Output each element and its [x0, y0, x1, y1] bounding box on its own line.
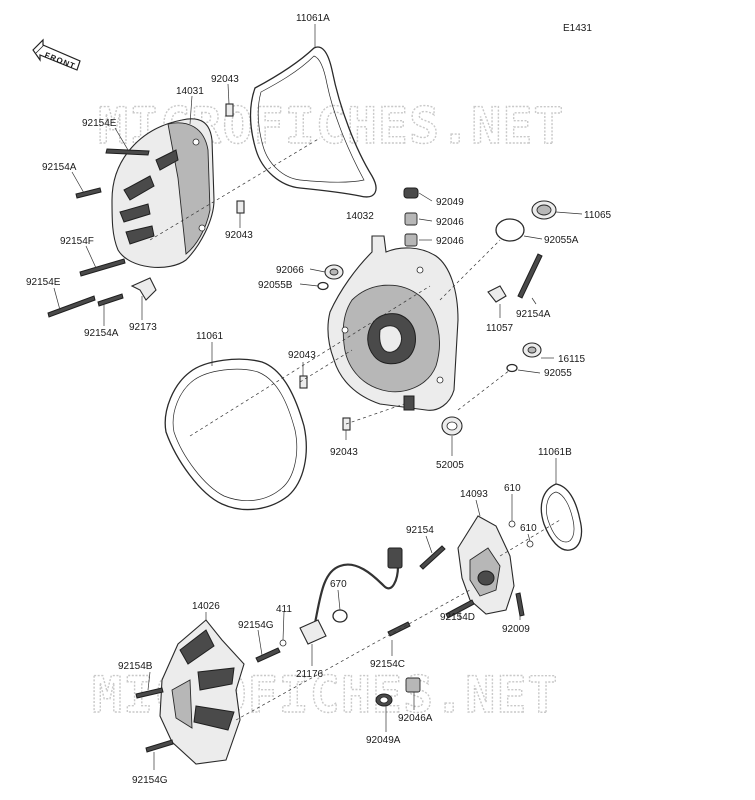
bolt-92154e-top: [105, 148, 150, 156]
gasket-11061b-shape: [540, 483, 583, 551]
part-label-92043-top: 92043: [211, 74, 239, 85]
clamp-11057: [487, 285, 507, 303]
part-label-92154: 92154: [406, 525, 434, 536]
cover-14032-shape: [327, 235, 459, 411]
dowel-92043-mid: [236, 200, 245, 214]
clamp-92173: [130, 277, 157, 301]
bolt-92154g-upper: [255, 647, 281, 663]
part-label-92009: 92009: [502, 624, 530, 635]
cap-92046-upper: [404, 212, 418, 226]
part-label-92046-lower: 92046: [436, 236, 464, 247]
pin-610-upper: [508, 520, 516, 528]
part-label-92043-lower: 92043: [330, 447, 358, 458]
part-label-11061a: 11061A: [296, 13, 330, 24]
dowel-92043-top: [225, 103, 234, 117]
part-label-92055b: 92055B: [258, 280, 293, 291]
part-label-92154e-bottom: 92154E: [26, 277, 61, 288]
o-ring-92055: [506, 363, 518, 373]
seal-52005: [441, 416, 463, 436]
pin-610-lower: [526, 540, 534, 548]
part-label-92046-upper: 92046: [436, 217, 464, 228]
part-label-92049: 92049: [436, 197, 464, 208]
part-label-92043-left: 92043: [288, 350, 316, 361]
part-label-92154c: 92154C: [370, 659, 405, 670]
sensor-cover-14093-shape: [457, 515, 515, 615]
bolt-92154a-top: [75, 187, 102, 199]
bolt-92154f: [79, 258, 126, 277]
plug-92049: [403, 187, 419, 199]
part-label-92154f: 92154F: [60, 236, 94, 247]
part-label-92066: 92066: [276, 265, 304, 276]
part-label-14032: 14032: [346, 211, 374, 222]
part-label-92154a-right: 92154A: [516, 309, 551, 320]
part-label-11057: 11057: [486, 323, 514, 334]
part-label-92173: 92173: [129, 322, 157, 333]
part-label-14031: 14031: [176, 86, 204, 97]
dowel-92043-left: [299, 375, 308, 389]
gasket-11061a-shape: [249, 46, 377, 198]
part-label-92154g-upper: 92154G: [238, 620, 274, 631]
bolt-92154e-bottom: [47, 295, 96, 318]
part-label-21176: 21176: [296, 669, 324, 680]
washer-411: [279, 639, 287, 647]
part-label-92154a-bottom: 92154A: [84, 328, 119, 339]
part-label-92154g-lower: 92154G: [132, 775, 168, 786]
part-label-92046a: 92046A: [398, 713, 433, 724]
front-direction-arrow: [32, 38, 81, 71]
bolt-92009: [515, 592, 525, 617]
plug-92066: [324, 264, 344, 280]
o-ring-670: [332, 609, 348, 623]
plug-92046a: [405, 677, 421, 693]
bolt-92154c: [387, 621, 411, 637]
guard-14026-shape: [159, 619, 245, 765]
part-label-92154a-top: 92154A: [42, 162, 77, 173]
seal-92049a: [375, 693, 393, 707]
part-labels: 11061A 14031 92043 92154E 92154A 92043 9…: [26, 13, 612, 786]
part-label-411: 411: [276, 604, 292, 615]
part-label-11061b: 11061B: [538, 447, 572, 458]
diagram-code: E1431: [563, 23, 592, 34]
part-label-92154b: 92154B: [118, 661, 153, 672]
part-label-670: 670: [330, 579, 347, 590]
plug-16115: [522, 342, 542, 358]
part-label-610-lower: 610: [520, 523, 537, 534]
part-label-14093: 14093: [460, 489, 488, 500]
part-label-11061: 11061: [196, 331, 224, 342]
bolt-92154d: [445, 599, 475, 619]
part-label-92049a: 92049A: [366, 735, 401, 746]
cover-14031-shape: [111, 118, 215, 268]
part-label-92055: 92055: [544, 368, 572, 379]
part-label-92055a: 92055A: [544, 235, 579, 246]
gasket-11061-shape: [164, 358, 307, 511]
bolt-92154a-bottom: [97, 293, 124, 307]
part-label-92154e-top: 92154E: [82, 118, 117, 129]
bolt-92154a-right: [517, 253, 543, 299]
part-label-52005: 52005: [436, 460, 464, 471]
part-label-92154d: 92154D: [440, 612, 475, 623]
bolt-92154: [419, 545, 446, 570]
o-ring-92055b: [317, 281, 329, 291]
part-label-16115: 16115: [558, 354, 586, 365]
sensor-21176-shape: [299, 547, 403, 645]
bolt-92154g-lower: [145, 739, 174, 753]
leader-lines: [53, 24, 583, 770]
part-label-11065: 11065: [584, 210, 612, 221]
bolt-92154b: [135, 687, 164, 699]
part-label-92043-mid: 92043: [225, 230, 253, 241]
oil-filler-cap-11065: [531, 200, 557, 220]
part-label-610-upper: 610: [504, 483, 521, 494]
part-label-14026: 14026: [192, 601, 220, 612]
cap-92046-lower: [404, 233, 418, 247]
o-ring-92055a: [495, 218, 525, 242]
